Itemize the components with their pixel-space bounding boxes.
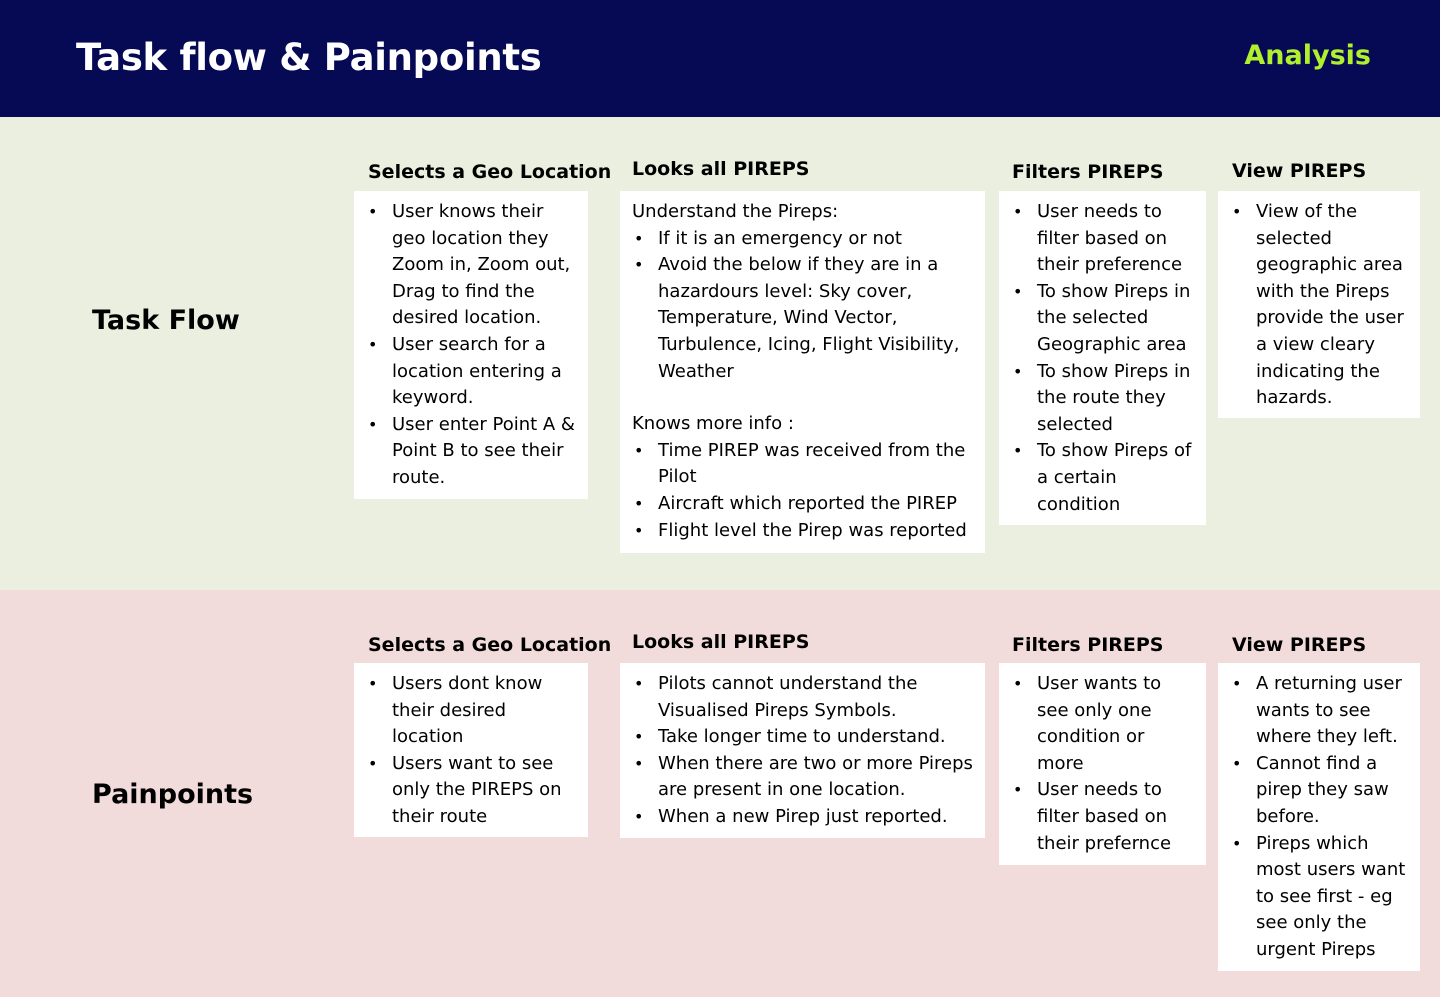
page-title: Task flow & Painpoints [76,36,542,79]
column-title: Filters PIREPS [1012,161,1164,183]
list-item: A returning user wants to see where they… [1230,671,1408,751]
list-item: Aircraft which reported the PIREP [632,491,973,518]
task-card-geo-location: User knows their geo location they Zoom … [354,191,588,499]
list-item: User needs to filter based on their pref… [1011,777,1194,857]
analysis-tag: Analysis [1244,40,1371,71]
list-item: User search for a location entering a ke… [366,332,576,412]
task-card-filters-pireps: User needs to filter based on their pref… [999,191,1206,525]
list-item: User wants to see only one condition or … [1011,671,1194,777]
list-item: When there are two or more Pireps are pr… [632,751,973,804]
list-item: To show Pireps of a certain condition [1011,438,1194,518]
list-item: Cannot find a pirep they saw before. [1230,751,1408,831]
painpoints-section: Painpoints Selects a Geo Location Looks … [0,590,1440,997]
list-item: Time PIREP was received from the Pilot [632,438,973,491]
pain-card-view-pireps: A returning user wants to see where they… [1218,663,1420,971]
task-flow-section: Task Flow Selects a Geo Location Looks a… [0,117,1440,590]
list-item: User knows their geo location they Zoom … [366,199,576,332]
card-intro: Understand the Pireps: [632,201,839,222]
card-intro: Knows more info : [632,413,794,435]
list-item: If it is an emergency or not [632,226,973,253]
column-title: Selects a Geo Location [368,634,612,656]
pain-card-filters-pireps: User wants to see only one condition or … [999,663,1206,865]
list-item: When a new Pirep just reported. [632,804,973,831]
column-title: Looks all PIREPS [632,631,810,653]
list-item: Pilots cannot understand the Visualised … [632,671,973,724]
column-title: View PIREPS [1232,160,1367,182]
column-title: Selects a Geo Location [368,161,612,183]
list-item: Pireps which most users want to see firs… [1230,831,1408,964]
column-title: Filters PIREPS [1012,634,1164,656]
list-item: User enter Point A & Point B to see thei… [366,412,576,492]
list-item: View of the selected geographic area wit… [1230,199,1408,412]
task-flow-label: Task Flow [92,305,240,336]
pain-card-geo-location: Users dont know their desired location U… [354,663,588,837]
column-title: View PIREPS [1232,634,1367,656]
list-item: Take longer time to understand. [632,724,973,751]
column-title: Looks all PIREPS [632,158,810,180]
list-item: To show Pireps in the selected Geographi… [1011,279,1194,359]
list-item: Users dont know their desired location [366,671,576,751]
list-item: To show Pireps in the route they selecte… [1011,359,1194,439]
list-item: Users want to see only the PIREPS on the… [366,751,576,831]
pain-card-looks-pireps: Pilots cannot understand the Visualised … [620,663,985,838]
header-bar: Task flow & Painpoints Analysis [0,0,1440,117]
task-card-view-pireps: View of the selected geographic area wit… [1218,191,1420,418]
list-item: User needs to filter based on their pref… [1011,199,1194,279]
painpoints-label: Painpoints [92,779,254,810]
list-item: Avoid the below if they are in a hazardo… [632,252,973,385]
list-item: Flight level the Pirep was reported [632,518,973,545]
task-card-looks-pireps: Understand the Pireps: If it is an emerg… [620,191,985,553]
